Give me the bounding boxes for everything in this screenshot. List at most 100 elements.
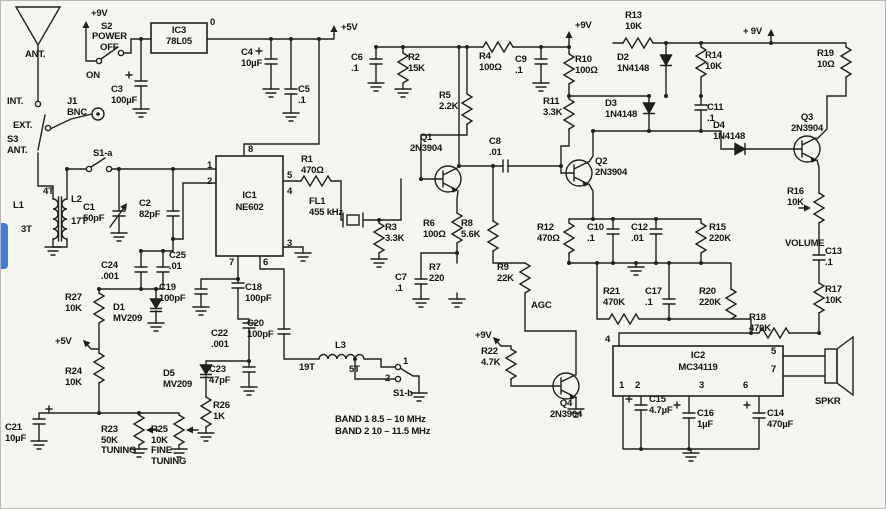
label-ic1-pin5: 5 — [287, 170, 293, 181]
label-c2: C2 82pF — [139, 198, 161, 220]
label-r22: R22 4.7K — [481, 346, 501, 368]
label-r16: R16 10K — [787, 186, 804, 208]
label-s1a: S1-a — [93, 148, 113, 159]
label-r12: R12 470Ω — [537, 222, 560, 244]
label-r10: R10 100Ω — [575, 54, 598, 76]
label-ic1-pin2: 2 — [207, 176, 213, 187]
label-q1: Q1 2N3904 — [409, 132, 443, 154]
label-c15: C15 4.7µF — [649, 394, 673, 416]
label-r18: R18 470K — [749, 312, 771, 334]
label-c13: C13 .1 — [825, 246, 842, 268]
label-ic2-pin1: 1 — [619, 380, 625, 391]
label-r5: R5 2.2K — [439, 90, 459, 112]
label-d2: D2 1N4148 — [617, 52, 650, 74]
label-c25: C25 .01 — [169, 250, 186, 272]
label-ic2: IC2 — [690, 350, 706, 361]
label-c14: C14 470µF — [767, 408, 794, 430]
wires-left — [14, 6, 335, 450]
label-ic2-pin2: 2 — [635, 380, 641, 391]
label-agc: AGC — [531, 300, 552, 311]
label-c17: C17 .1 — [645, 286, 662, 308]
label-ic1-part: NE602 — [235, 202, 264, 213]
label-ic2-pin5: 5 — [771, 346, 777, 357]
label-r13: R13 10K — [625, 10, 642, 32]
label-plus9v-topleft: +9V — [91, 8, 108, 19]
label-on: ON — [86, 70, 100, 81]
label-l2: L2 — [71, 194, 82, 205]
label-r19: R19 10Ω — [817, 48, 835, 70]
label-r3: R3 3.3K — [385, 222, 405, 244]
label-ic1-pin1: 1 — [207, 160, 213, 171]
label-q2: Q2 2N3904 — [595, 156, 628, 178]
speaker-icon — [824, 335, 854, 397]
label-d5: D5 MV209 — [163, 368, 193, 390]
label-band1: BAND 1 8.5 – 10 MHz — [335, 414, 426, 425]
label-d1: D1 MV209 — [113, 302, 143, 324]
label-spkr: SPKR — [815, 396, 841, 407]
label-plus9v-topmid: +9V — [575, 20, 592, 31]
label-r27: R27 10K — [65, 292, 82, 314]
ic3-box — [150, 22, 208, 54]
resistors — [93, 37, 852, 446]
label-c20: C20 100pF — [247, 318, 274, 340]
label-r7: R7 220 — [429, 262, 445, 284]
label-ic2-pin7: 7 — [771, 364, 777, 375]
label-c3: C3 100µF — [111, 84, 138, 106]
label-plus9v-topright: + 9V — [743, 26, 763, 37]
label-c10: C10 .1 — [587, 222, 604, 244]
label-r23: R23 50K TUNING — [101, 424, 137, 456]
label-s3: S3 ANT. — [7, 134, 28, 156]
label-volume: VOLUME — [785, 238, 825, 249]
label-band2: BAND 2 10 – 11.5 MHz — [335, 426, 431, 437]
label-r8: R8 5.6K — [461, 218, 481, 240]
label-r20: R20 220K — [699, 286, 721, 308]
label-int: INT. — [7, 96, 24, 107]
label-c22: C22 .001 — [211, 328, 229, 350]
label-s1b-pos1: 1 — [403, 356, 409, 367]
label-c18: C18 100pF — [245, 282, 272, 304]
label-r2: R2 15K — [408, 52, 425, 74]
label-c7: C7 .1 — [395, 272, 407, 294]
label-fl1: FL1 455 kHz — [309, 196, 343, 218]
label-d4: D4 1N4148 — [713, 120, 746, 142]
label-c19: C19 100pF — [159, 282, 186, 304]
label-c11: C11 .1 — [707, 102, 724, 124]
label-5t: 5T — [349, 364, 360, 375]
label-c1: C1 50pF — [83, 202, 105, 224]
label-r11: R11 3.3K — [543, 96, 563, 118]
label-3t: 3T — [21, 224, 32, 235]
label-c9: C9 .1 — [515, 54, 527, 76]
label-ic2-pin4: 4 — [605, 334, 611, 345]
label-s1b-pos2: 2 — [385, 373, 391, 384]
label-ic1-pin8: 8 — [248, 144, 254, 155]
label-ic3-part: 78L05 — [166, 36, 192, 47]
label-s1b: S1-b — [393, 388, 413, 399]
label-r25: R25 10K FINE TUNING — [151, 424, 187, 467]
label-c21: C21 10µF — [5, 422, 27, 444]
label-plus5v-top: +5V — [341, 22, 358, 33]
label-4t: 4T — [43, 186, 54, 197]
q2-transistor — [565, 159, 593, 188]
label-pin0: 0 — [210, 17, 216, 28]
label-plus5v-left: +5V — [55, 336, 72, 347]
left-edge-tab[interactable] — [1, 223, 8, 269]
label-c23: C23 47pF — [209, 364, 231, 386]
label-plus9v-mid: +9V — [475, 330, 492, 341]
label-d3: D3 1N4148 — [605, 98, 638, 120]
label-ic2-pin3: 3 — [699, 380, 705, 391]
label-c5: C5 .1 — [298, 84, 310, 106]
label-r15: R15 220K — [709, 222, 731, 244]
label-off: OFF — [100, 42, 119, 53]
bnc-connector — [91, 107, 105, 121]
label-l1: L1 — [13, 200, 24, 211]
ic2-box — [612, 345, 784, 397]
label-l3: L3 — [335, 340, 346, 351]
label-r6: R6 100Ω — [423, 218, 446, 240]
q4-transistor — [552, 372, 580, 401]
label-c16: C16 1µF — [697, 408, 714, 430]
label-ant: ANT. — [25, 49, 46, 60]
label-c12: C12 .01 — [631, 222, 648, 244]
label-c24: C24 .001 — [101, 260, 119, 282]
